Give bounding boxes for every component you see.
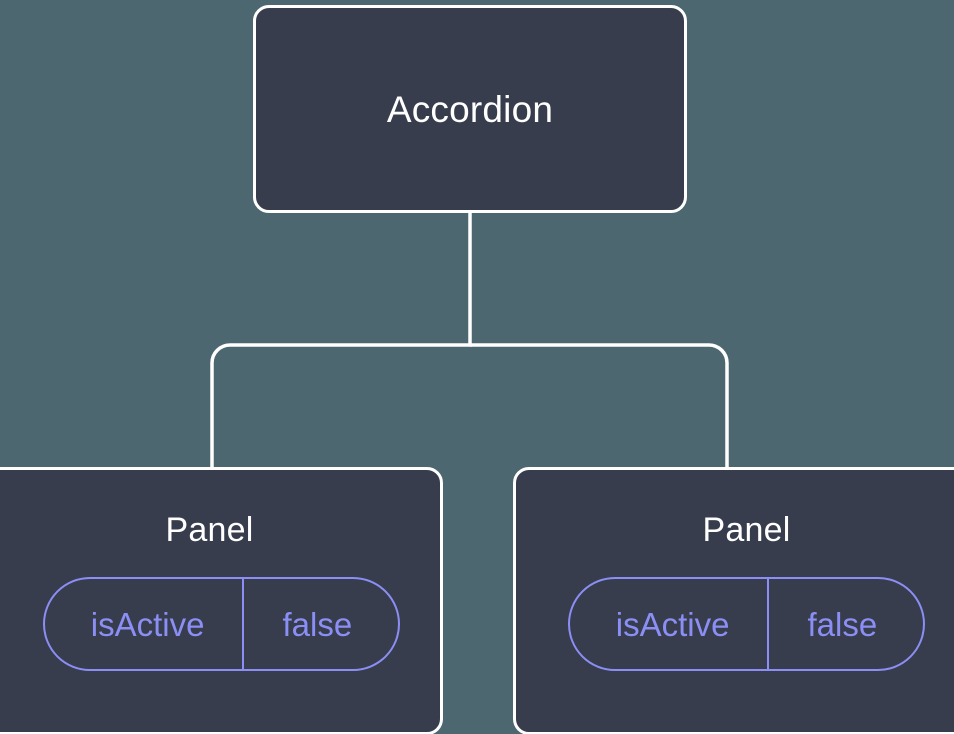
prop-value-isactive-1: false xyxy=(242,579,398,669)
prop-pill-isactive-1[interactable]: isActive false xyxy=(42,577,401,671)
node-accordion[interactable]: Accordion xyxy=(253,5,687,213)
prop-key-isactive-2: isActive xyxy=(615,605,730,643)
node-panel-1-title: Panel xyxy=(165,511,254,549)
prop-key-isactive-1: isActive xyxy=(90,605,205,643)
prop-pill-isactive-2[interactable]: isActive false xyxy=(567,577,926,671)
node-panel-2-title: Panel xyxy=(702,511,791,549)
node-panel-1[interactable]: Panel isActive false xyxy=(0,467,443,734)
prop-value-isactive-2: false xyxy=(767,579,923,669)
node-panel-2[interactable]: Panel isActive false xyxy=(513,467,954,734)
edge-accordion-to-panel-1 xyxy=(210,210,472,470)
edge-accordion-to-panel-2 xyxy=(470,343,729,470)
node-accordion-title: Accordion xyxy=(386,88,554,130)
